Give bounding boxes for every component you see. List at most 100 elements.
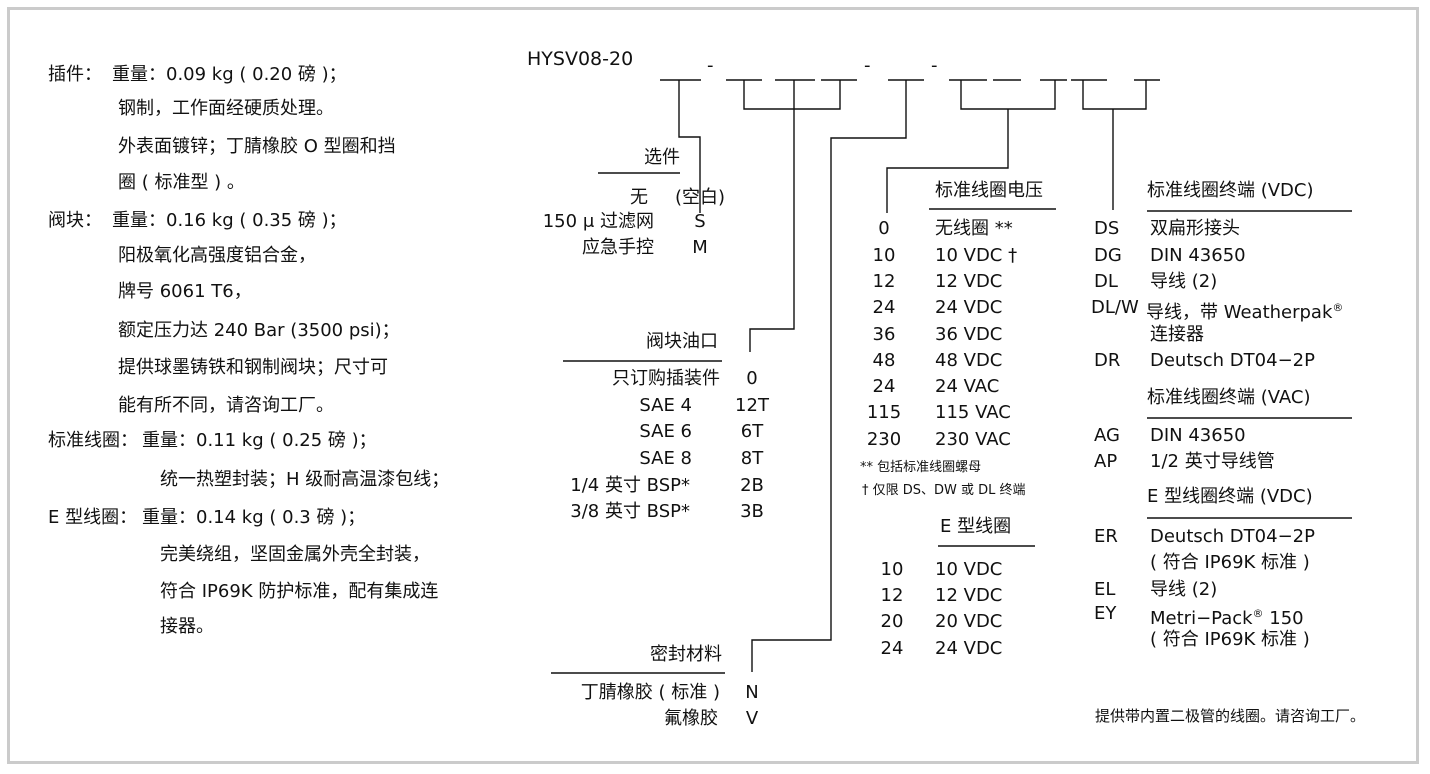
terminal-desc: Deutsch DT04−2P [1150, 526, 1315, 547]
port-label: SAE 8 [639, 448, 692, 469]
spec-line: 重量：0.11 kg ( 0.25 磅 )； [142, 430, 377, 451]
page-frame [7, 7, 1419, 764]
port-label: SAE 6 [639, 421, 692, 442]
e-voltage-code: 20 [880, 611, 904, 632]
port-code: 12T [735, 395, 769, 416]
terminal-desc: 连接器 [1150, 324, 1204, 345]
footnote: † 仅限 DS、DW 或 DL 终端 [862, 483, 1026, 498]
spec-line: 完美绕组，坚固金属外壳全封装， [160, 544, 430, 565]
footnote: ** 包括标准线圈螺母 [860, 460, 982, 475]
registered-mark: ® [1252, 607, 1264, 620]
section-title: E 型线圈终端 (VDC) [1147, 486, 1313, 507]
voltage-code: 24 [872, 297, 896, 318]
spec-line: 接器。 [160, 616, 214, 637]
spec-label: 插件： [48, 64, 102, 85]
spec-line: 能有所不同，请咨询工厂。 [118, 395, 334, 416]
e-voltage-code: 12 [880, 585, 904, 606]
bracket-terminal [1082, 80, 1147, 110]
option-label: 150 μ 过滤网 [542, 211, 654, 232]
port-label: 1/4 英寸 BSP* [570, 475, 690, 496]
option-label: 应急手控 [582, 237, 654, 258]
spec-line: 阳极氧化高强度铝合金， [118, 245, 316, 266]
terminal-desc: 1/2 英寸导线管 [1150, 451, 1275, 472]
seal-code: N [745, 682, 759, 703]
spec-label: 阀块： [48, 210, 102, 231]
terminal-code: DR [1094, 350, 1121, 371]
spec-line: 牌号 6061 T6， [118, 281, 252, 302]
seal-label: 丁腈橡胶 ( 标准 ) [580, 682, 720, 703]
voltage-code: 10 [872, 245, 896, 266]
terminal-desc: Deutsch DT04−2P [1150, 350, 1315, 371]
voltage-code: 24 [872, 376, 896, 397]
terminal-desc: 导线，带 Weatherpak® [1146, 301, 1344, 323]
voltage-value: 无线圈 ** [935, 218, 1013, 239]
seal-label: 氟橡胶 [664, 708, 718, 729]
voltage-code: 230 [866, 429, 902, 450]
section-title: 阀块油口 [646, 331, 718, 352]
spec-line: 提供球墨铸铁和钢制阀块；尺寸可 [118, 357, 388, 378]
terminal-code: EY [1094, 603, 1117, 624]
port-label: 3/8 英寸 BSP* [570, 501, 690, 522]
terminal-desc: 双扁形接头 [1150, 218, 1240, 239]
terminal-code: AP [1094, 451, 1118, 472]
voltage-code: 115 [866, 402, 902, 423]
voltage-code: 48 [872, 350, 896, 371]
section-title: 选件 [644, 147, 680, 168]
terminal-desc: Metri−Pack® 150 [1150, 607, 1304, 629]
voltage-code: 0 [878, 218, 890, 239]
port-code: 6T [740, 421, 764, 442]
voltage-code: 12 [872, 271, 896, 292]
code-dash: - [864, 55, 871, 76]
e-voltage-code: 24 [880, 638, 904, 659]
section-title: 标准线圈终端 (VAC) [1147, 387, 1311, 408]
option-code: (空白) [674, 187, 726, 208]
spec-line: 圈 ( 标准型 ) 。 [118, 172, 245, 193]
port-code: 8T [740, 448, 764, 469]
port-code: 3B [740, 501, 764, 522]
spec-line: 重量：0.09 kg ( 0.20 磅 )； [112, 64, 347, 85]
terminal-desc: ( 符合 IP69K 标准 ) [1150, 629, 1310, 650]
voltage-value: 36 VDC [935, 324, 1003, 345]
voltage-value: 115 VAC [935, 402, 1011, 423]
voltage-value: 24 VAC [935, 376, 1000, 397]
section-title: 标准线圈终端 (VDC) [1147, 180, 1314, 201]
port-label: SAE 4 [639, 395, 692, 416]
leader-ports [749, 80, 795, 352]
spec-line: 额定压力达 240 Bar (3500 psi)； [118, 320, 400, 341]
seal-code: V [745, 708, 759, 729]
e-voltage-value: 24 VDC [935, 638, 1003, 659]
terminal-code: EL [1094, 579, 1116, 600]
e-voltage-value: 12 VDC [935, 585, 1003, 606]
spec-label: E 型线圈： [48, 507, 138, 528]
registered-mark: ® [1332, 301, 1344, 314]
terminal-desc: 导线 (2) [1150, 271, 1218, 292]
option-label: 无 [630, 187, 648, 208]
terminal-desc: 导线 (2) [1150, 579, 1218, 600]
section-title: 标准线圈电压 [935, 180, 1043, 201]
terminal-code: DG [1094, 245, 1122, 266]
terminal-code: ER [1094, 526, 1118, 547]
voltage-code: 36 [872, 324, 896, 345]
section-title: E 型线圈 [940, 516, 1012, 537]
terminal-code: AG [1094, 425, 1120, 446]
ey-suffix: 150 [1263, 608, 1304, 629]
option-code: M [692, 237, 708, 258]
terminal-desc: DIN 43650 [1150, 425, 1246, 446]
voltage-value: 24 VDC [935, 297, 1003, 318]
terminal-code: DS [1094, 218, 1120, 239]
spec-line: 符合 IP69K 防护标准，配有集成连 [160, 581, 439, 602]
option-code: S [694, 211, 706, 232]
port-label: 只订购插装件 [612, 368, 720, 389]
footer-note: 提供带内置二极管的线圈。请咨询工厂。 [1095, 707, 1366, 725]
e-voltage-code: 10 [880, 559, 904, 580]
spec-line: 重量：0.16 kg ( 0.35 磅 )； [112, 210, 347, 231]
spec-line: 重量：0.14 kg ( 0.3 磅 )； [142, 507, 366, 528]
code-dash: - [931, 55, 938, 76]
voltage-value: 12 VDC [935, 271, 1003, 292]
voltage-value: 230 VAC [935, 429, 1011, 450]
spec-label: 标准线圈： [48, 430, 138, 451]
leader-voltage [886, 109, 1009, 213]
model-code: HYSV08-20 [527, 48, 634, 70]
spec-line: 统一热塑封装；H 级耐高温漆包线； [160, 469, 450, 490]
